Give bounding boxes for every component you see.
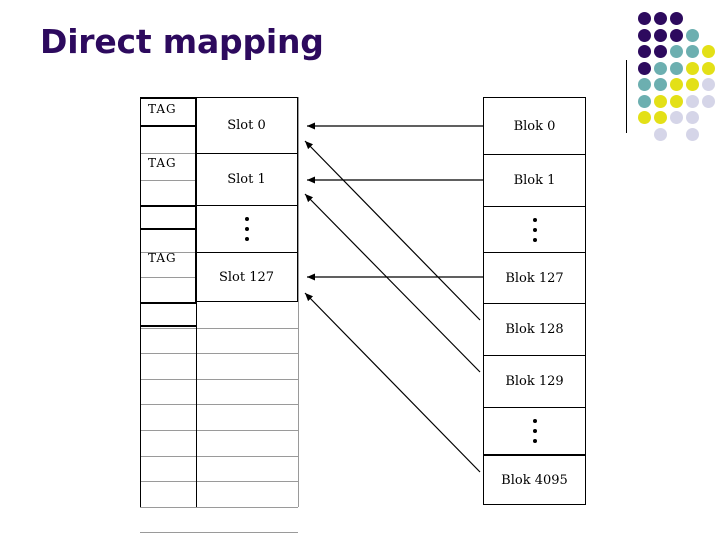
decorative-dot [638, 12, 651, 25]
cache-slot-ellipsis [195, 205, 298, 253]
decorative-dot [670, 78, 683, 91]
decorative-dot [686, 127, 699, 141]
grid-bottom-edge [140, 507, 298, 508]
decorative-dot [638, 78, 651, 91]
dot-glyph [532, 217, 537, 222]
grid-line [140, 153, 196, 154]
memory-block-129[interactable]: Blok 129 [483, 355, 586, 408]
decorative-dot [654, 111, 667, 124]
grid-line [140, 97, 141, 507]
grid-line [140, 97, 196, 99]
decorative-dot [638, 94, 651, 108]
cache-slot-1[interactable]: Slot 1 [195, 153, 298, 206]
decorative-dot [702, 78, 715, 91]
decorative-dot [638, 45, 651, 58]
dot-glyph [532, 237, 537, 242]
decorative-dot [638, 28, 651, 42]
decorative-dot [670, 111, 683, 124]
grid-line [140, 125, 196, 127]
memory-block-1[interactable]: Blok 1 [483, 154, 586, 207]
decorative-dot [686, 28, 699, 42]
grid-line [140, 481, 298, 482]
decorative-dot [670, 28, 683, 42]
decorative-dot [702, 61, 715, 75]
grid-line [140, 302, 196, 304]
decorative-dot [654, 61, 667, 75]
grid-line [140, 532, 298, 533]
decorative-dot [686, 61, 699, 75]
decorative-dot-grid [638, 12, 715, 146]
arrow-blok4095-to-slot127 [304, 292, 481, 473]
decorative-dot [670, 94, 683, 108]
grid-line [140, 252, 196, 253]
decorative-dot [638, 61, 651, 75]
grid-line [140, 328, 298, 329]
decorative-dot [670, 61, 683, 75]
memory-block-128[interactable]: Blok 128 [483, 303, 586, 356]
dot-glyph [244, 227, 249, 231]
grid-line [140, 404, 298, 405]
decorative-dot [702, 45, 715, 58]
grid-line [298, 97, 299, 507]
decorative-dot [654, 78, 667, 91]
grid-line [140, 325, 196, 327]
grid-line [140, 353, 298, 354]
grid-line [140, 430, 298, 431]
grid-line [140, 205, 196, 207]
decorative-dot [654, 127, 667, 141]
tag-label-2: TAG [148, 251, 177, 265]
decorative-dot [654, 28, 667, 42]
decorative-dot [702, 94, 715, 108]
memory-block-4095[interactable]: Blok 4095 [483, 454, 586, 505]
dot-glyph [532, 439, 537, 443]
page-title: Direct mapping [40, 22, 324, 61]
decorative-dot [654, 45, 667, 58]
decorative-dot [686, 45, 699, 58]
arrow-blok128-to-slot0 [304, 140, 481, 321]
decorative-dot [670, 12, 683, 25]
tag-label-1: TAG [148, 156, 177, 170]
dot-glyph [532, 227, 537, 232]
dot-glyph [532, 429, 537, 433]
dot-glyph [244, 217, 249, 221]
memory-block-ellipsis-upper [483, 206, 586, 253]
decorative-dot [686, 111, 699, 124]
memory-block-ellipsis-lower [483, 407, 586, 455]
grid-line [140, 277, 196, 278]
grid-line [140, 180, 196, 181]
memory-block-127[interactable]: Blok 127 [483, 252, 586, 304]
decorative-dot [654, 94, 667, 108]
vertical-divider-rule [626, 60, 627, 133]
grid-line [140, 379, 298, 380]
tag-label-0: TAG [148, 102, 177, 116]
memory-block-0[interactable]: Blok 0 [483, 97, 586, 155]
cache-slot-0[interactable]: Slot 0 [195, 97, 298, 154]
cache-slot-127[interactable]: Slot 127 [195, 252, 298, 302]
decorative-dot [654, 12, 667, 25]
grid-line [140, 228, 196, 230]
dot-glyph [244, 237, 249, 241]
decorative-dot [638, 111, 651, 124]
arrow-blok129-to-slot1 [304, 193, 481, 373]
dot-glyph [532, 419, 537, 423]
grid-line [196, 97, 197, 507]
grid-line [140, 456, 298, 457]
decorative-dot [686, 78, 699, 91]
decorative-dot [686, 94, 699, 108]
decorative-dot [670, 45, 683, 58]
